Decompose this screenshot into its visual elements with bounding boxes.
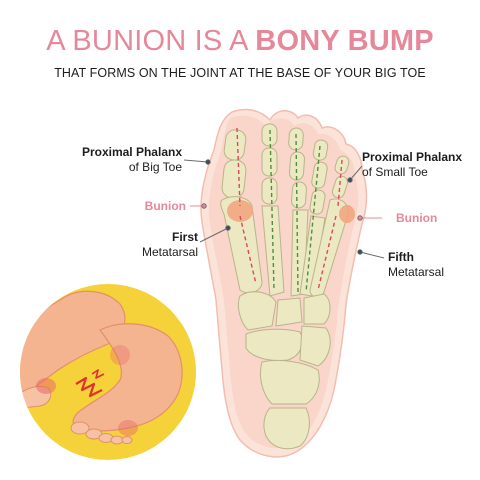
label-bunion-left: Bunion [144,199,186,213]
label-bunion-right: Bunion [396,211,438,225]
bunion-right-highlight [339,205,355,223]
label-proximal-small-line2: of Small Toe [362,165,428,179]
foot-bones [220,123,350,450]
label-fifth-metatarsal-line2: Metatarsal [388,265,445,279]
label-proximal-big-line2: of Big Toe [128,160,182,174]
leader-lines [183,159,385,259]
label-proximal-big-line1: Proximal Phalanx [81,145,182,159]
pain-zigzag-icon [75,376,103,398]
subheadline: THAT FORMS ON THE JOINT AT THE BASE OF Y… [54,66,426,80]
label-proximal-phalanx-big-toe: Proximal Phalanx of Big Toe [82,145,182,175]
headline-part-2: BONY BUMP [255,25,434,57]
label-first-metatarsal: First Metatarsal [142,230,198,260]
headline: A BUNION IS A BONY BUMP [0,24,480,58]
inset-feet [20,290,183,445]
headline-part-1: A BUNION IS A [46,25,256,57]
bunion-left-highlight [227,200,253,222]
label-fifth-metatarsal: Fifth Metatarsal [388,250,444,280]
label-proximal-small-line1: Proximal Phalanx [362,150,463,164]
label-first-metatarsal-line1: First [171,230,198,244]
axis-lines [236,127,343,293]
label-proximal-phalanx-small-toe: Proximal Phalanx of Small Toe [362,150,462,180]
label-first-metatarsal-line2: Metatarsal [141,245,198,259]
label-fifth-metatarsal-line1: Fifth [388,250,414,264]
